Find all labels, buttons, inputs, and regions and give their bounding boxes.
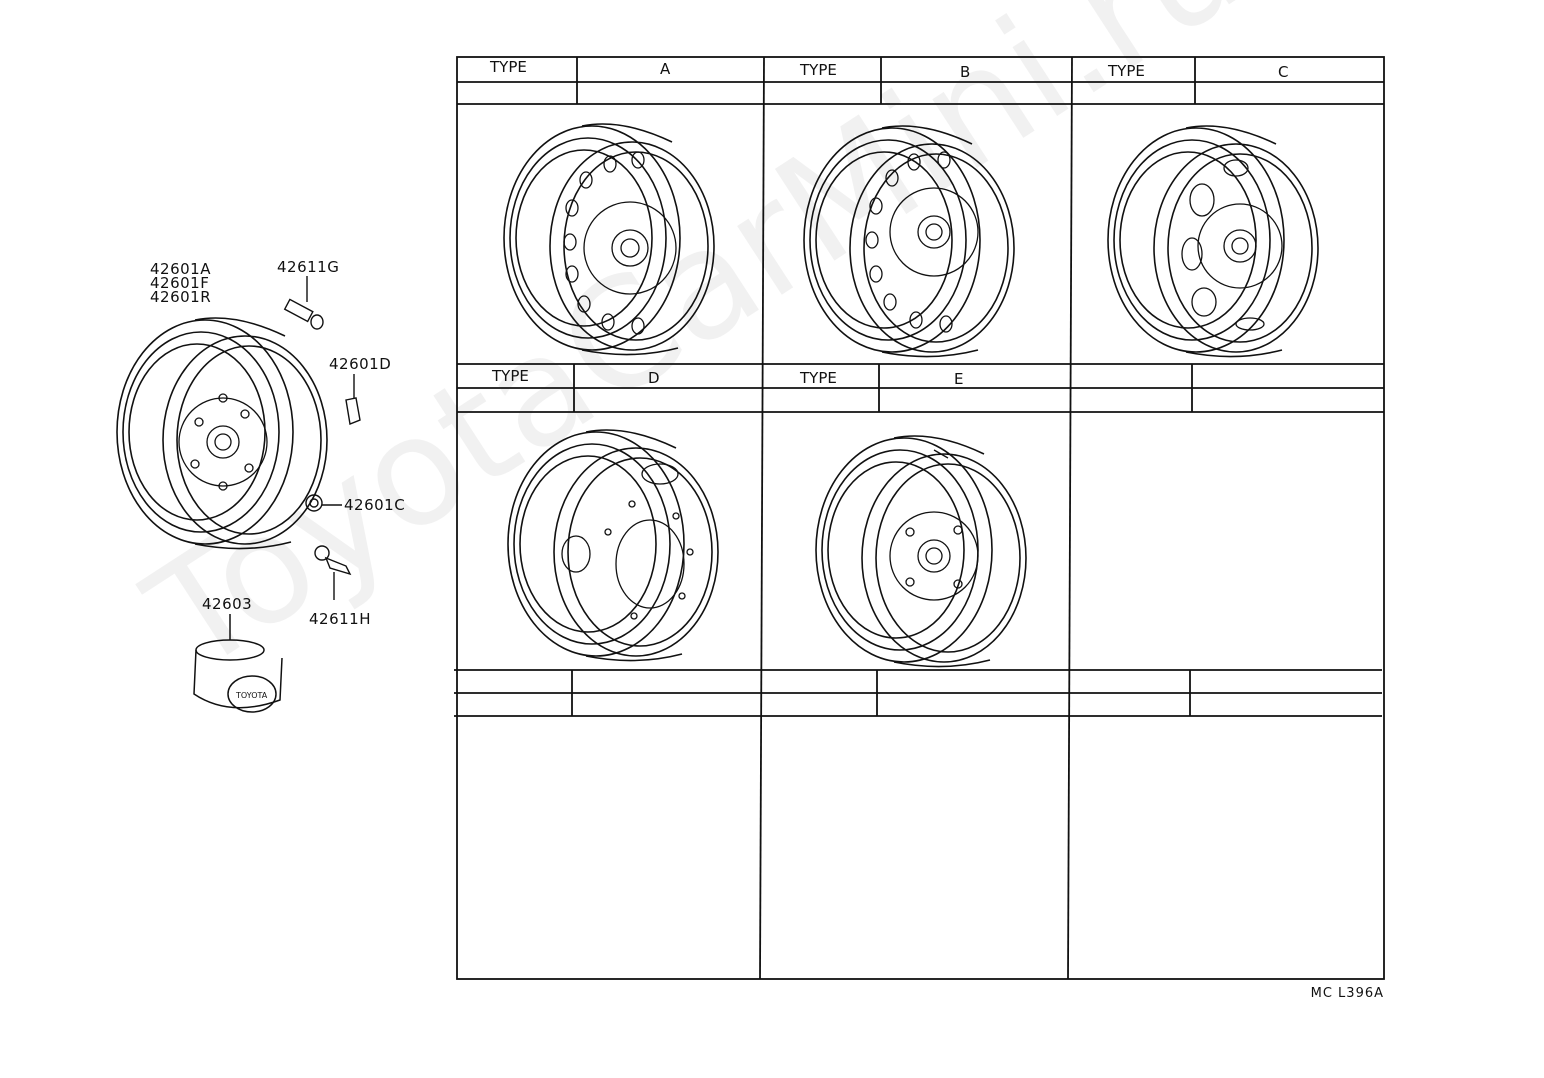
wheel-type-a-drawing xyxy=(503,123,715,356)
drawing-code: MC L396A xyxy=(1310,986,1384,1001)
part-label-42601r: 42601R xyxy=(150,288,212,306)
hub-bolt-drawing xyxy=(314,545,352,600)
type-c-label: C xyxy=(1278,63,1288,81)
wheel-assembly-drawing xyxy=(116,317,328,550)
part-label-42603: 42603 xyxy=(202,595,253,613)
hub-nut-drawing xyxy=(305,494,342,512)
type-header-d: TYPE xyxy=(491,367,529,385)
type-d-label: D xyxy=(648,369,660,387)
part-label-42601f: 42601F xyxy=(150,274,210,292)
type-header-a: TYPE xyxy=(489,58,527,76)
part-label-42611h: 42611H xyxy=(309,610,371,628)
hub-cap-drawing xyxy=(193,614,283,713)
type-table xyxy=(454,56,1385,980)
part-label-42601a: 42601A xyxy=(150,260,211,278)
type-a-label: A xyxy=(660,60,671,78)
type-header-e: TYPE xyxy=(799,369,837,387)
part-label-42601c: 42601C xyxy=(344,496,406,514)
type-header-c: TYPE xyxy=(1107,62,1145,80)
wheel-type-b-drawing xyxy=(803,125,1015,358)
type-e-label: E xyxy=(954,370,963,388)
type-header-b: TYPE xyxy=(799,61,837,79)
wheel-type-e-drawing xyxy=(815,435,1027,668)
part-label-42601d: 42601D xyxy=(329,355,392,373)
balance-weight-drawing xyxy=(345,374,361,425)
wheel-type-d-drawing xyxy=(507,429,719,662)
valve-stem-drawing xyxy=(283,276,324,330)
wheel-type-c-drawing xyxy=(1107,125,1319,358)
part-label-42611g: 42611G xyxy=(277,258,340,276)
hub-cap-logo: TOYOTA xyxy=(236,691,268,700)
type-b-label: B xyxy=(960,63,970,81)
